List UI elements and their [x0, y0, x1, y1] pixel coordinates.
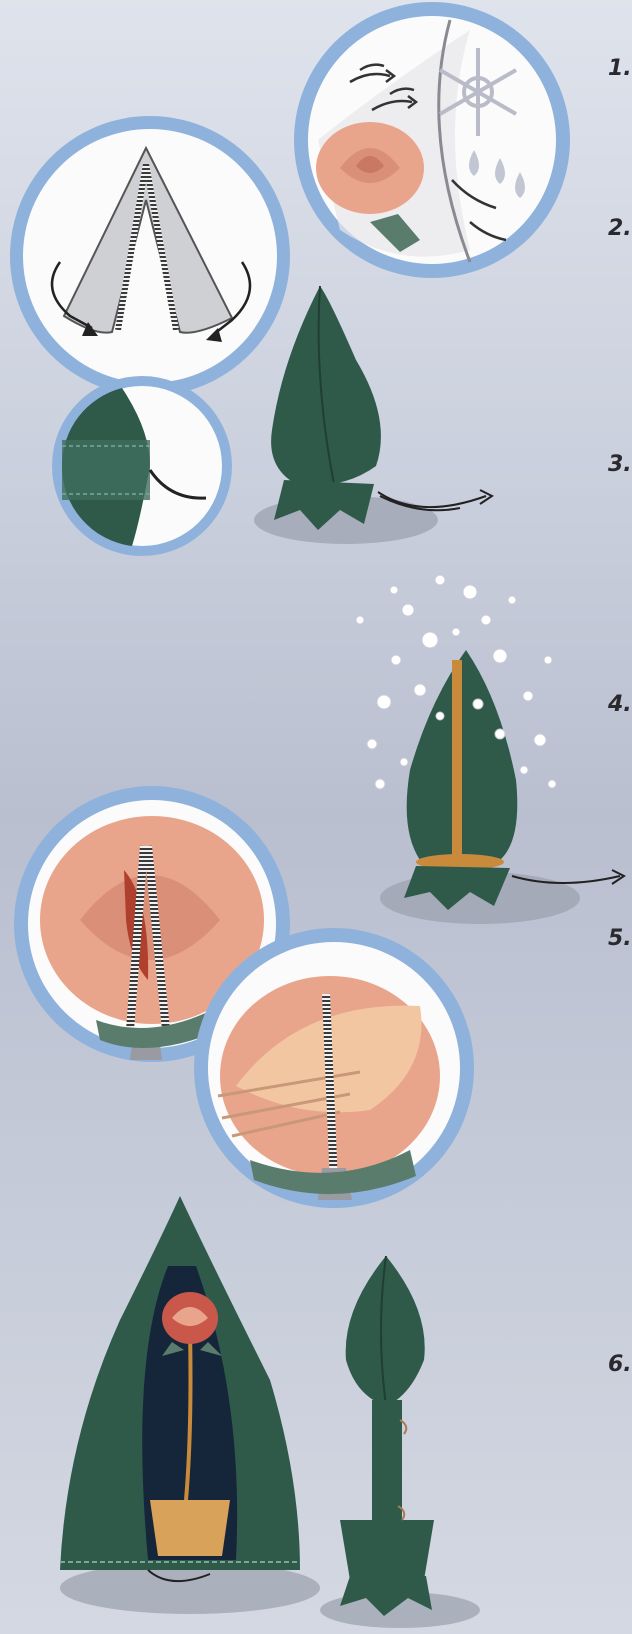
- hand-zip-circle: [194, 928, 474, 1208]
- cover-unzip-circle: [10, 116, 290, 396]
- covered-plant-snow: [356, 575, 624, 924]
- open-cover-potted-rose: [60, 1196, 320, 1614]
- weather-protection-circle: [294, 2, 570, 278]
- drawstring-closeup-circle: [52, 376, 232, 556]
- support-stake: [452, 660, 462, 870]
- covered-plant-tied: [254, 286, 492, 544]
- closed-cover-plant: [320, 1256, 480, 1628]
